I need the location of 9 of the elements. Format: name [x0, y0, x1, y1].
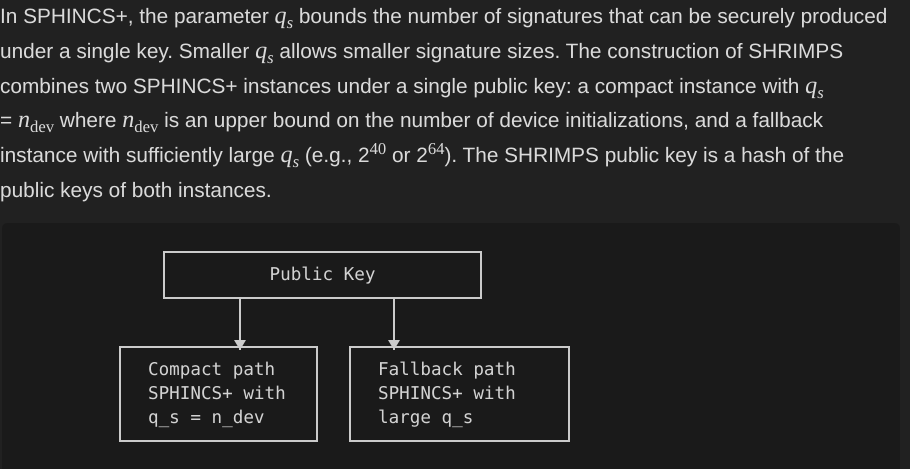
arrow	[234, 299, 246, 350]
box-label: Compact path SPHINCS+ with q_s = n_dev	[148, 359, 287, 430]
box-label: Public Key	[268, 264, 376, 287]
process-box	[349, 346, 570, 442]
paragraph: In SPHINCS+, the parameter q$_{s}$ bounds the number of signatures that can be securely produced under a single key. Smaller q$_{s}$ allows smaller signature sizes. The construction of SHRIMPS combines two SPHINCS+ instances under a single public key: a compact instance with q$_{s}$ = n$_{dev}$ where n$_{dev}$ is an upper bound on the number of device initializations, and a fallback instance with sufficiently large q$_{s}$ (e.g., 2$^{40}$ or 2$^{64}$). The SHRIMPS public key is a hash of the public keys of both instances.	[0, 2, 888, 204]
process-box	[163, 251, 482, 299]
arrow	[388, 299, 400, 350]
box-label: Fallback path SPHINCS+ with large q_s	[378, 359, 517, 430]
process-box	[119, 346, 318, 442]
